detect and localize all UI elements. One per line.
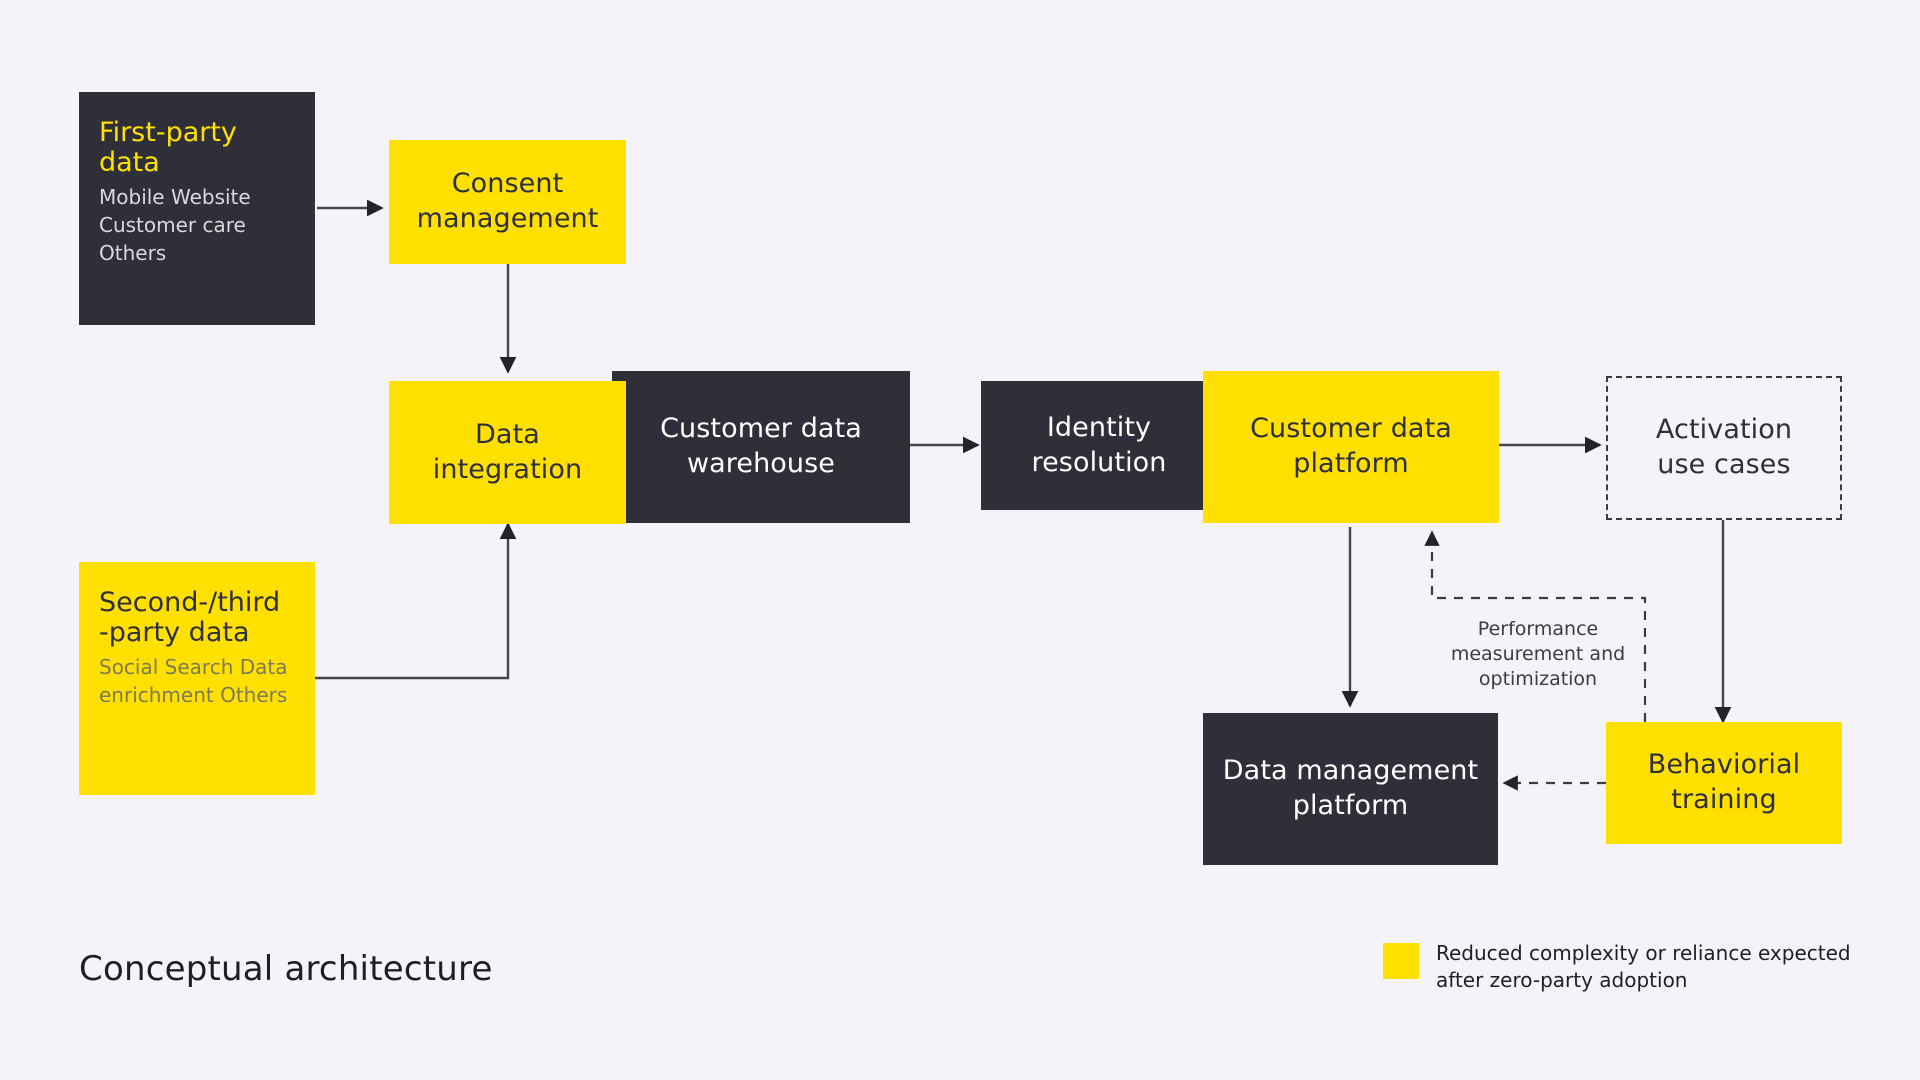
node-label: Behaviorial training <box>1647 749 1801 815</box>
panel-first-party-data[interactable]: First-party data Mobile Website Customer… <box>79 92 315 325</box>
node-data-management-platform[interactable]: Data management platform <box>1203 713 1498 865</box>
legend-swatch <box>1383 943 1419 979</box>
node-label: Identity resolution <box>1031 411 1167 478</box>
annotation-feedback-loop: Performance measurement and optimization <box>1450 618 1626 691</box>
legend: Reduced complexity or reliance expected … <box>1383 940 1851 994</box>
panel-items: Mobile Website Customer care Others <box>99 185 251 265</box>
node-customer-data-platform[interactable]: Customer data platform <box>1203 371 1499 523</box>
node-activation-use-cases[interactable]: Activation use cases <box>1606 376 1842 520</box>
node-label: Customer data warehouse <box>660 413 862 479</box>
edge-secondthird-to-dataintegration <box>314 522 517 680</box>
panel-items: Social Search Data enrichment Others <box>99 655 288 708</box>
node-label: Data integration <box>432 418 583 485</box>
node-label: Activation use cases <box>1655 414 1793 480</box>
node-label: Customer data platform <box>1250 413 1452 479</box>
legend-label: Reduced complexity or reliance expected … <box>1436 941 1851 993</box>
panel-second-third-party-data[interactable]: Second-/third -party data Social Search … <box>79 562 315 795</box>
node-identity-resolution[interactable]: Identity resolution <box>981 381 1217 510</box>
node-consent-management[interactable]: Consent management <box>389 140 626 264</box>
node-data-integration[interactable]: Data integration <box>389 381 626 524</box>
node-label: Consent management <box>416 168 599 234</box>
page-title: Conceptual architecture <box>79 949 493 989</box>
node-label: Data management platform <box>1222 755 1479 821</box>
panel-heading: Second-/third -party data <box>99 587 281 649</box>
node-customer-data-warehouse[interactable]: Customer data warehouse <box>612 371 910 523</box>
panel-heading: First-party data <box>99 117 237 179</box>
node-behaviorial-training[interactable]: Behaviorial training <box>1606 722 1842 844</box>
